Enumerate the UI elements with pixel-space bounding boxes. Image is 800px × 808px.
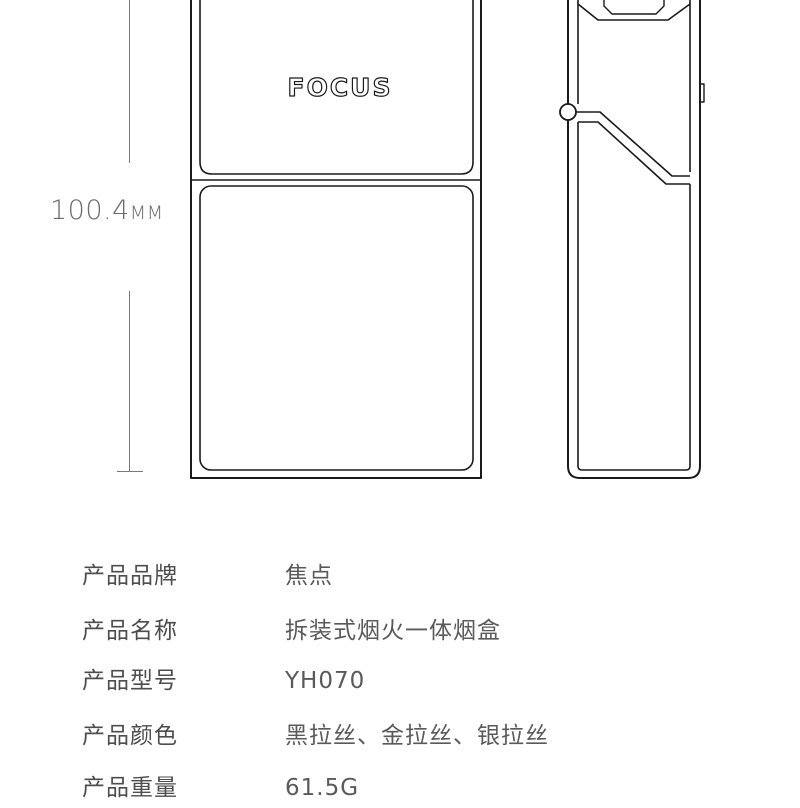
front-lid-panel [199, 0, 474, 175]
side-top-cap [577, 0, 691, 21]
product-line-drawing: FOCUS [190, 0, 705, 479]
side-outer-shell [567, 0, 701, 479]
spec-value: 61.5G [285, 775, 360, 801]
side-button [699, 83, 705, 103]
spec-label: 产品品牌 [82, 563, 178, 589]
spec-label: 产品颜色 [82, 723, 178, 749]
dimension-line-bottom [129, 291, 130, 472]
spec-value: YH070 [285, 668, 366, 694]
side-view [559, 0, 705, 479]
spec-value: 焦点 [285, 563, 333, 589]
spec-value: 黑拉丝、金拉丝、银拉丝 [285, 723, 549, 749]
height-dimension: 100.4MM [0, 0, 200, 480]
front-body-panel [199, 185, 474, 471]
spec-row-color: 产品颜色 黑拉丝、金拉丝、银拉丝 [82, 716, 722, 756]
dimension-unit: MM [129, 202, 164, 224]
spec-row-weight: 产品重量 61.5G [82, 768, 722, 808]
dimension-end-tick [117, 471, 143, 472]
spec-value: 拆装式烟火一体烟盒 [285, 618, 501, 644]
dimension-value: 100.4 [50, 195, 130, 226]
side-cap-inner [603, 0, 665, 15]
spec-row-name: 产品名称 拆装式烟火一体烟盒 [82, 611, 722, 651]
brand-logo: FOCUS [288, 73, 393, 102]
front-view: FOCUS [190, 0, 482, 479]
side-lid-upper-panel [577, 4, 691, 172]
spec-label: 产品型号 [82, 668, 178, 694]
front-outer-body [190, 0, 482, 479]
hinge-pin-icon [559, 103, 577, 121]
spec-label: 产品名称 [82, 618, 178, 644]
side-hinge-groove-inner [578, 121, 690, 185]
spec-row-brand: 产品品牌 焦点 [82, 556, 722, 596]
side-lower-panel [577, 122, 691, 471]
dimension-line-top [129, 0, 130, 163]
spec-label: 产品重量 [82, 775, 178, 801]
dimension-label: 100.4MM [50, 195, 164, 226]
spec-row-model: 产品型号 YH070 [82, 661, 722, 701]
